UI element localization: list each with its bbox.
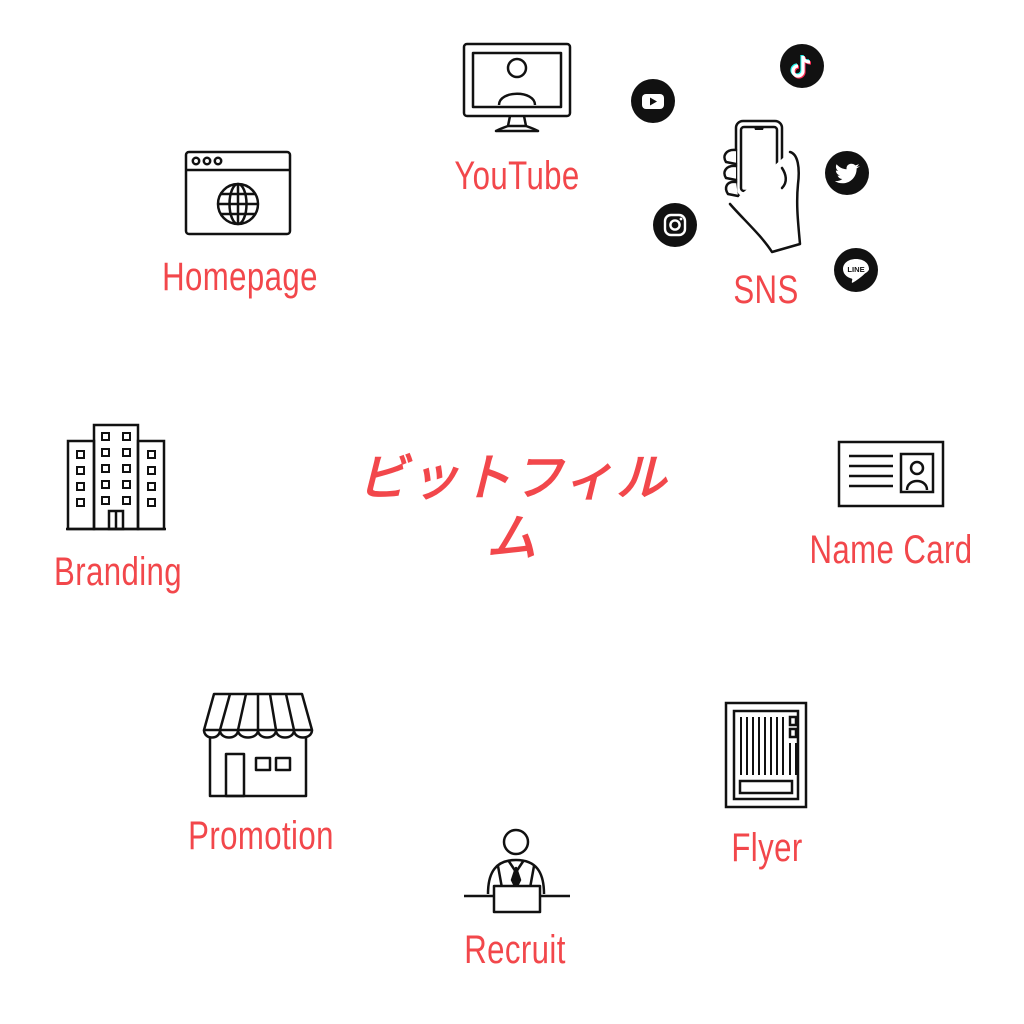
- storefront-icon: [202, 692, 314, 798]
- hand-smartphone-icon: [723, 119, 802, 254]
- flyer-icon: [724, 701, 808, 809]
- youtube-label: YouTube: [454, 154, 580, 198]
- youtube-play-icon: [631, 79, 675, 123]
- tiktok-icon: [780, 44, 824, 88]
- homepage-label: Homepage: [162, 255, 318, 299]
- businessperson-laptop-icon: [464, 828, 570, 914]
- monitor-person-icon: [462, 42, 572, 133]
- id-card-icon: [837, 440, 945, 508]
- promotion-label: Promotion: [188, 814, 334, 858]
- instagram-icon: [653, 203, 697, 247]
- branding-label: Branding: [53, 550, 183, 594]
- twitter-icon: [825, 151, 869, 195]
- brand-logo: ビットフィルム: [357, 449, 668, 567]
- browser-globe-icon: [184, 150, 292, 236]
- name-card-label: Name Card: [809, 528, 973, 572]
- line-icon: LINE: [834, 248, 878, 292]
- svg-text:LINE: LINE: [847, 265, 864, 274]
- office-building-icon: [66, 423, 166, 531]
- flyer-label: Flyer: [731, 826, 803, 870]
- recruit-label: Recruit: [464, 928, 566, 972]
- sns-label: SNS: [733, 268, 799, 312]
